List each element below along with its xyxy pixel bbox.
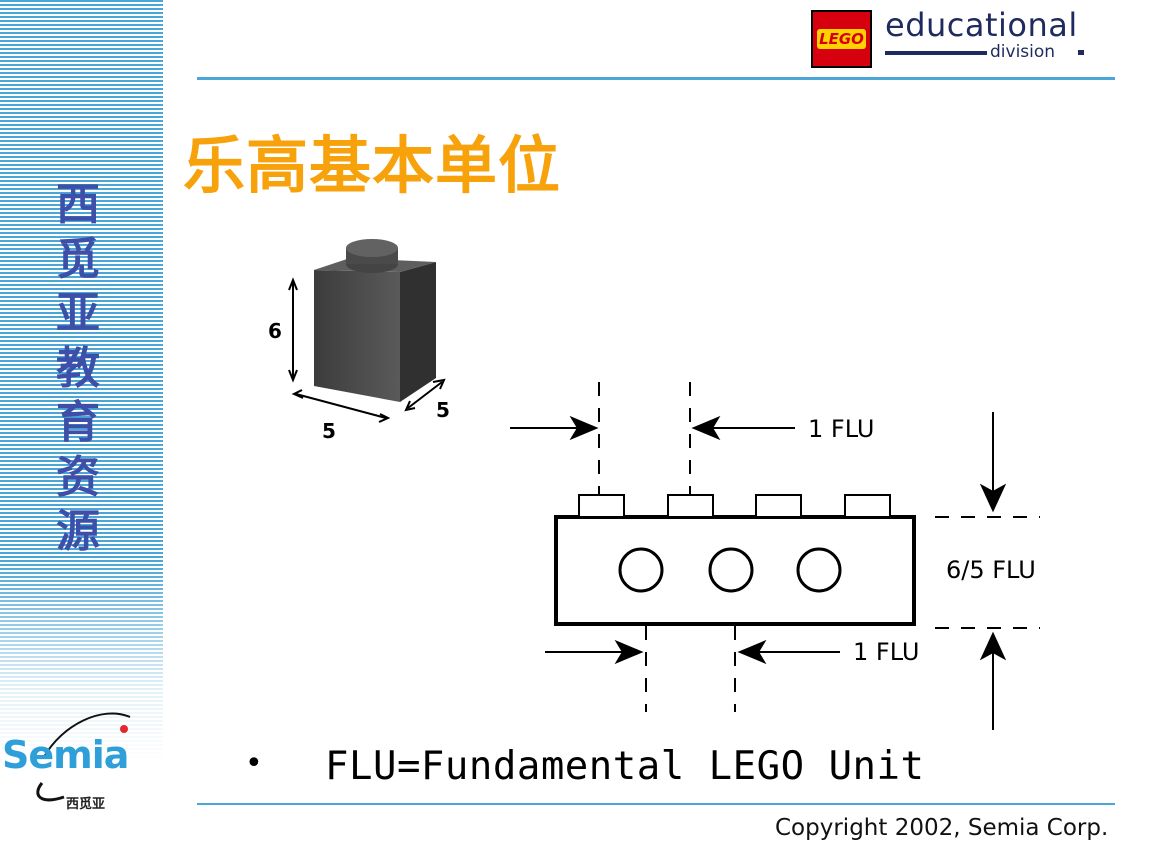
lego-logo-text: LEGO [817, 29, 866, 49]
flu-bottom-label: 1 FLU [853, 638, 919, 666]
semia-swoosh-icon [36, 712, 131, 802]
brick-3d-dimension-lines [288, 277, 446, 423]
brick-dashed-guides [598, 382, 1040, 712]
sidebar-title: 西 觅 亚 教 育 资 源 [28, 178, 128, 560]
brick-side-view [554, 494, 916, 626]
sidebar-title-char: 育 [56, 397, 100, 448]
flu-top-label: 1 FLU [808, 415, 874, 443]
brick-3d-illustration [314, 239, 436, 402]
brand-division-dot [1078, 50, 1084, 55]
header-rule [197, 77, 1115, 80]
sidebar-title-char: 觅 [56, 233, 100, 285]
flu-arrows [510, 412, 1007, 730]
sidebar-fade [0, 560, 163, 850]
sidebar-title-char: 西 [56, 179, 100, 230]
sidebar-title-char: 亚 [56, 288, 100, 339]
brand-divider-bar [885, 51, 987, 55]
sidebar-title-char: 源 [56, 506, 100, 557]
semia-logo-subtitle: 西觅亚 [66, 797, 106, 812]
semia-logo-text: Semia [2, 733, 129, 777]
brick-3d-depth-label: 5 [436, 398, 450, 422]
bullet-marker: • [245, 746, 263, 781]
brand-educational: educational [885, 6, 1078, 44]
brick-3d-height-label: 6 [268, 319, 282, 343]
semia-logo: Semia 西觅亚 [2, 705, 162, 815]
sidebar-title-char: 资 [56, 451, 100, 503]
flu-height-label: 6/5 FLU [946, 556, 1036, 584]
brand-division: division [990, 42, 1056, 62]
bullet-text: FLU=Fundamental LEGO Unit [325, 744, 925, 789]
lego-logo: LEGO [811, 10, 872, 68]
brick-3d-width-label: 5 [322, 419, 336, 443]
sidebar-title-char: 教 [56, 342, 100, 394]
copyright-text: Copyright 2002, Semia Corp. [775, 815, 1109, 841]
slide-title: 乐高基本单位 [183, 129, 562, 202]
footer-rule [197, 803, 1115, 805]
